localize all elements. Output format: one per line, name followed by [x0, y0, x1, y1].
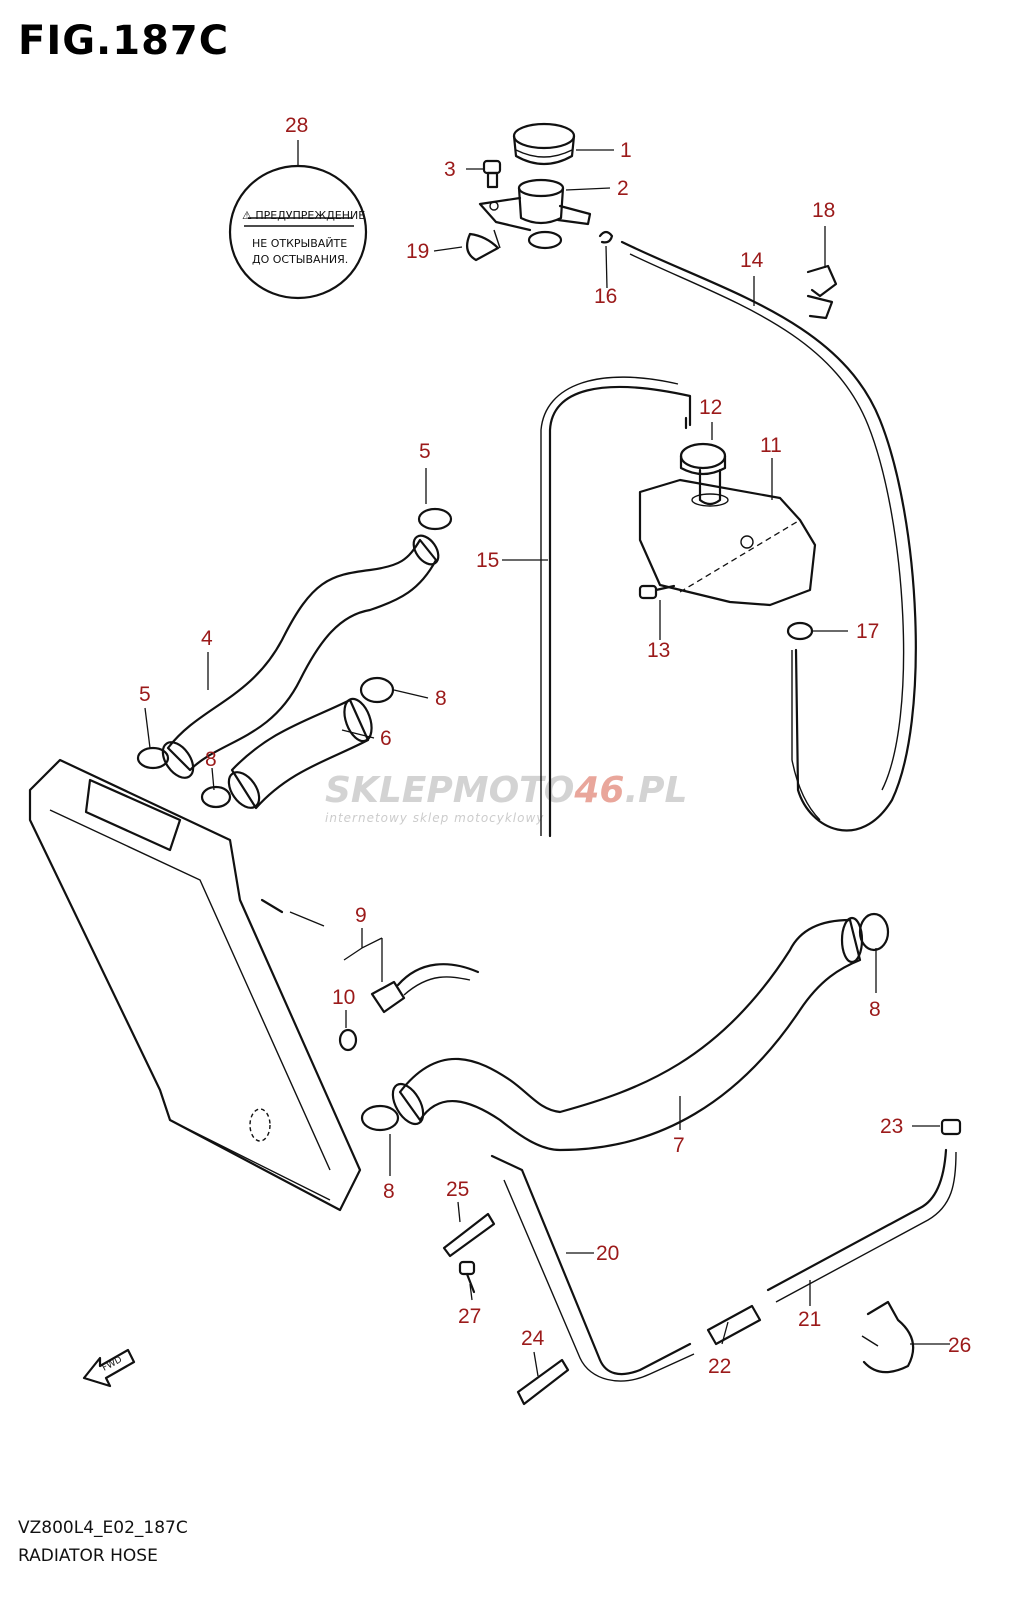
- callout-11: 11: [760, 434, 782, 457]
- watermark: SKLEPMOTO46.PL internetowy sklep motocyk…: [325, 770, 687, 825]
- model-code: VZ800L4_E02_187C: [18, 1518, 188, 1538]
- callout-13: 13: [647, 639, 670, 662]
- callout-19: 19: [406, 240, 429, 263]
- watermark-sub: internetowy sklep motocyklowy: [325, 811, 544, 825]
- callout-22: 22: [708, 1355, 731, 1378]
- clamp-part-17: [786, 621, 821, 821]
- clip-part-16: [598, 230, 614, 244]
- callout-25: 25: [446, 1178, 469, 1201]
- clamp-part-19: [465, 229, 501, 262]
- callout-7: 7: [673, 1134, 685, 1157]
- radiator: [28, 758, 362, 1212]
- callout-3: 3: [444, 158, 456, 181]
- holder-part-24: [516, 1358, 570, 1406]
- fwd-direction-arrow: FWD: [82, 1348, 136, 1388]
- callout-28: 28: [285, 114, 308, 137]
- callout-8-b: 8: [205, 748, 217, 771]
- callout-20: 20: [596, 1242, 619, 1265]
- callout-18: 18: [812, 199, 835, 222]
- callout-17: 17: [856, 620, 879, 643]
- hose-part-6: [227, 697, 373, 810]
- clamp-part-26: [861, 1300, 915, 1374]
- figure-title: FIG.187C: [18, 18, 230, 64]
- hose-part-15: [540, 376, 692, 838]
- callout-14: 14: [740, 249, 764, 272]
- callout-24: 24: [521, 1327, 545, 1350]
- callout-21: 21: [798, 1308, 821, 1331]
- reservoir-tank-part-11: [638, 416, 817, 607]
- warning-line-3: ДО ОСТЫВАНИЯ.: [252, 253, 348, 266]
- fitting-part-23: [940, 1118, 962, 1136]
- callout-2: 2: [617, 177, 629, 200]
- callout-5-upper: 5: [419, 440, 431, 463]
- radiator-cap-part-1: [512, 122, 576, 166]
- hose-part-14: [620, 240, 917, 832]
- holder-part-25: [442, 1212, 496, 1258]
- filler-neck-part-2: [478, 178, 592, 250]
- clamps-5-8: [136, 507, 890, 1132]
- callout-15: 15: [476, 549, 499, 572]
- callout-8-c: 8: [869, 998, 881, 1021]
- callout-numbers: 28 1 3 2 19 16 18 14 12 11 15 13 17 5 4 …: [139, 114, 971, 1378]
- holder-part-18: [806, 264, 838, 320]
- callout-8-d: 8: [383, 1180, 395, 1203]
- callout-10: 10: [332, 986, 355, 1009]
- bolt-part-3: [482, 159, 502, 189]
- callout-1: 1: [620, 139, 632, 162]
- screw-part-27: [458, 1260, 476, 1294]
- callout-16: 16: [594, 285, 617, 308]
- warning-line-1: ⚠ ПРЕДУПРЕЖДЕНИЕ: [242, 209, 365, 222]
- watermark-main: SKLEPMOTO46.PL: [325, 770, 687, 811]
- callout-8-a: 8: [435, 687, 447, 710]
- hose-part-21: [706, 1148, 957, 1346]
- callout-26: 26: [948, 1334, 971, 1357]
- figure-name: RADIATOR HOSE: [18, 1546, 158, 1566]
- callout-6: 6: [380, 727, 392, 750]
- lower-hose-part-7: [391, 916, 864, 1152]
- hose-part-20: [490, 1154, 695, 1382]
- callout-9: 9: [355, 904, 367, 927]
- warning-line-2: НЕ ОТКРЫВАЙТЕ: [252, 237, 347, 250]
- screw-part-13: [638, 584, 676, 600]
- thermo-switch-part-9: [338, 963, 480, 1052]
- warning-label-part-28: ⚠ ПРЕДУПРЕЖДЕНИЕ НЕ ОТКРЫВАЙТЕ ДО ОСТЫВА…: [228, 164, 368, 300]
- callout-23: 23: [880, 1115, 903, 1138]
- callout-12: 12: [699, 396, 722, 419]
- callout-5-lower: 5: [139, 683, 151, 706]
- callout-27: 27: [458, 1305, 481, 1328]
- leader-lines: [144, 140, 950, 1377]
- upper-hose-part-4: [161, 534, 440, 779]
- callout-4: 4: [201, 627, 213, 650]
